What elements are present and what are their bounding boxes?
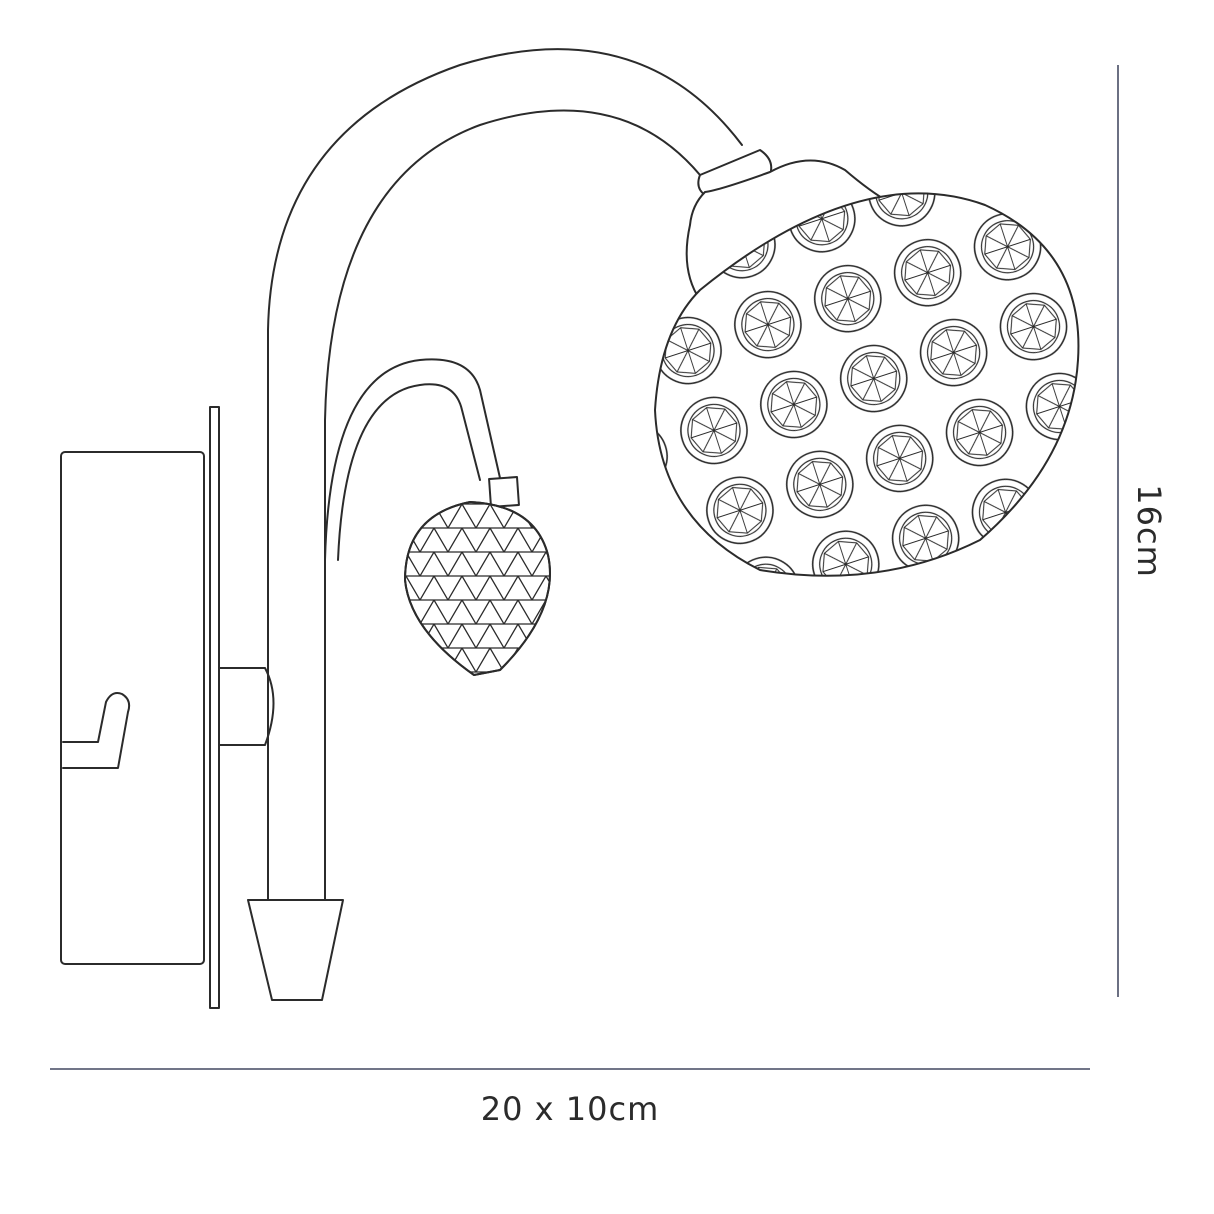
width-label: 20 x 10cm	[481, 1090, 659, 1128]
small-crystal-cap	[488, 476, 520, 508]
arm-connector	[218, 667, 275, 746]
height-dimension: 16cm	[1117, 65, 1168, 997]
secondary-arm	[324, 358, 501, 561]
small-crystal-ball	[404, 501, 551, 676]
bottom-finial	[247, 899, 344, 1001]
main-arm	[267, 48, 743, 901]
width-dimension: 20 x 10cm	[50, 1068, 1090, 1128]
wall-mount-plate	[60, 406, 220, 1009]
height-label: 16cm	[1130, 484, 1168, 577]
